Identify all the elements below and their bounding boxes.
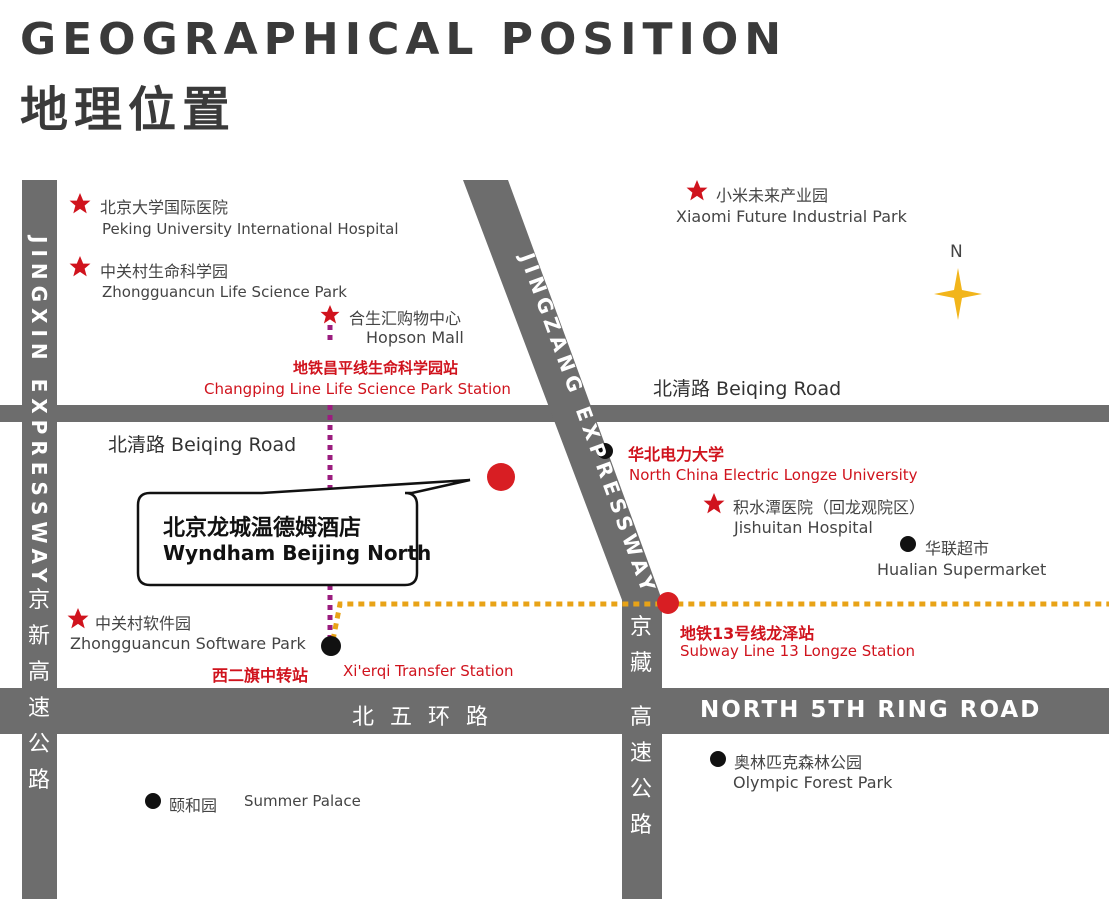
olympic-marker bbox=[710, 751, 726, 767]
star-icon-zgc-life bbox=[69, 256, 91, 277]
page-title-en: GEOGRAPHICAL POSITION bbox=[20, 14, 788, 65]
line-13 bbox=[330, 601, 1109, 641]
summer-palace-marker bbox=[145, 793, 161, 809]
jingzang-cn-5: 公 bbox=[629, 777, 652, 802]
zgc-life-label-en: Zhongguancun Life Science Park bbox=[102, 283, 347, 301]
changping-station-label-en: Changping Line Life Science Park Station bbox=[204, 380, 511, 398]
xierqi-marker bbox=[321, 636, 341, 656]
zgc-software-label-en: Zhongguancun Software Park bbox=[70, 634, 306, 653]
ring-road-label-en: NORTH 5TH RING ROAD bbox=[700, 697, 1042, 723]
hualian-label-cn: 华联超市 bbox=[925, 539, 990, 558]
jingxin-cn-2: 新 bbox=[27, 624, 50, 649]
zgc-life-label-cn: 中关村生命科学园 bbox=[100, 262, 229, 281]
hotel-callout bbox=[136, 478, 471, 587]
jingxin-cn-3: 高 bbox=[27, 660, 50, 685]
hotel-name-cn: 北京龙城温德姆酒店 bbox=[163, 516, 362, 541]
star-icon-hopson bbox=[320, 305, 340, 324]
xiaomi-label-en: Xiaomi Future Industrial Park bbox=[676, 207, 907, 226]
xierqi-label-cn: 西二旗中转站 bbox=[212, 666, 309, 685]
ncepu-marker bbox=[597, 443, 613, 459]
jingxin-expressway bbox=[22, 180, 57, 899]
ncepu-label-cn: 华北电力大学 bbox=[628, 445, 725, 464]
hotel-name-en: Wyndham Beijing North bbox=[163, 541, 432, 565]
zgc-software-label-cn: 中关村软件园 bbox=[95, 614, 192, 633]
jingzang-cn-3: 高 bbox=[629, 705, 652, 730]
jingxin-cn-5: 公 bbox=[27, 732, 50, 757]
north-5th-ring-road bbox=[0, 688, 1109, 734]
summer-palace-label-cn: 颐和园 bbox=[169, 796, 218, 815]
xiaomi-label-cn: 小米未来产业园 bbox=[716, 186, 829, 205]
jingxin-expressway-label-en: JINGXIN EXPRESSWAY bbox=[27, 236, 51, 589]
jingxin-cn-4: 速 bbox=[27, 696, 50, 721]
longze-station-label-en: Subway Line 13 Longze Station bbox=[680, 642, 916, 660]
jingzang-cn-6: 路 bbox=[629, 813, 652, 838]
hotel-marker bbox=[487, 463, 515, 491]
ring-road-label-cn: 北五环路 bbox=[352, 705, 505, 730]
longze-station-label-cn: 地铁13号线龙泽站 bbox=[680, 624, 815, 643]
page-title-cn: 地理位置 bbox=[20, 82, 237, 138]
hopson-label-cn: 合生汇购物中心 bbox=[349, 309, 462, 328]
jingxin-cn-1: 京 bbox=[27, 588, 50, 613]
jingzang-cn-2: 藏 bbox=[629, 651, 652, 676]
ncepu-label-en: North China Electric Longze University bbox=[629, 466, 918, 484]
star-icon-peking-hospital bbox=[69, 193, 91, 214]
compass-north-label: N bbox=[950, 242, 963, 262]
jingzang-expressway bbox=[463, 180, 662, 899]
peking-hospital-label-cn: 北京大学国际医院 bbox=[100, 198, 229, 217]
olympic-label-en: Olympic Forest Park bbox=[733, 773, 893, 792]
star-icon-zgc-software bbox=[67, 608, 89, 629]
hualian-marker bbox=[900, 536, 916, 552]
summer-palace-label-en: Summer Palace bbox=[244, 792, 361, 810]
longze-station-marker bbox=[657, 592, 679, 614]
hualian-label-en: Hualian Supermarket bbox=[877, 560, 1047, 579]
star-icon-jishuitan bbox=[703, 493, 725, 514]
jingzang-cn-1: 京 bbox=[629, 615, 652, 640]
jingzang-cn-4: 速 bbox=[629, 741, 652, 766]
jingxin-cn-6: 路 bbox=[27, 768, 50, 793]
changping-station-label-cn: 地铁昌平线生命科学园站 bbox=[293, 359, 459, 377]
beiqing-road-label-right: 北清路 Beiqing Road bbox=[653, 378, 842, 400]
compass-icon bbox=[934, 268, 982, 320]
star-icon-xiaomi bbox=[686, 180, 708, 201]
jishuitan-label-en: Jishuitan Hospital bbox=[734, 518, 873, 537]
jishuitan-label-cn: 积水潭医院（回龙观院区） bbox=[733, 498, 926, 517]
olympic-label-cn: 奥林匹克森林公园 bbox=[734, 753, 863, 772]
beiqing-road-label-left: 北清路 Beiqing Road bbox=[108, 434, 297, 456]
xierqi-label-en: Xi'erqi Transfer Station bbox=[343, 662, 514, 680]
peking-hospital-label-en: Peking University International Hospital bbox=[102, 220, 399, 238]
hopson-label-en: Hopson Mall bbox=[366, 328, 464, 347]
